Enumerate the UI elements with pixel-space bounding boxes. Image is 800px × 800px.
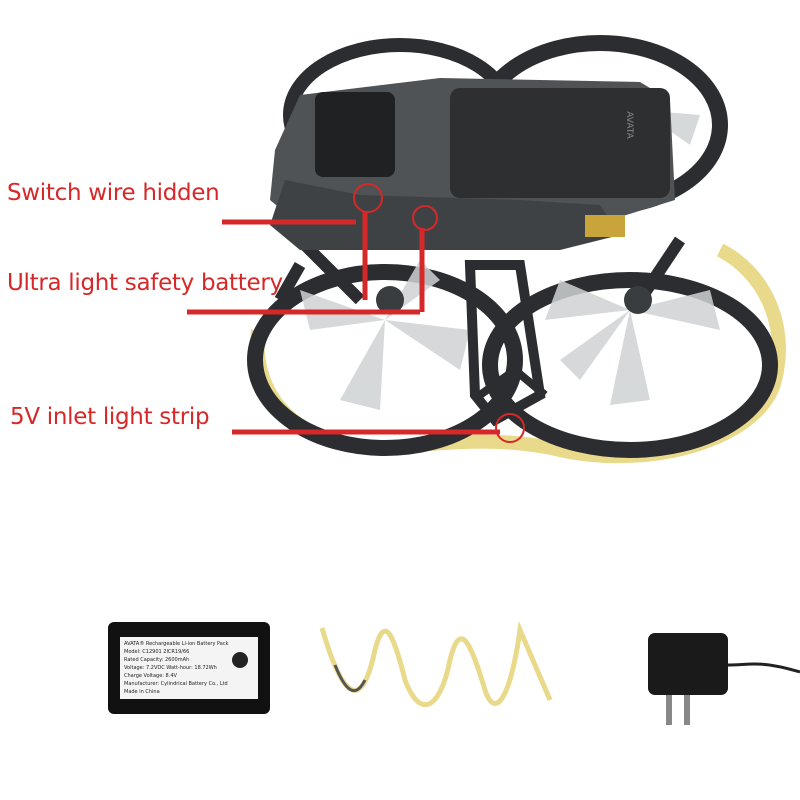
usb-charger <box>648 633 800 725</box>
callout-switch-wire-hidden: Switch wire hidden <box>7 180 220 206</box>
callout-circle-strip <box>495 413 525 443</box>
callout-circle-switch <box>353 183 383 213</box>
drone-battery <box>450 88 670 198</box>
drone <box>247 35 786 464</box>
callout-ultra-light-battery: Ultra light safety battery <box>7 270 283 296</box>
light-strip-coil <box>319 620 553 707</box>
battery-pack <box>108 622 270 714</box>
callout-lines <box>187 212 500 435</box>
guard-ring-left <box>247 264 523 456</box>
callout-light-strip: 5V inlet light strip <box>10 404 210 430</box>
battery-label: AVATA® Rechargeable Li-ion Battery Pack … <box>124 641 229 695</box>
callout-circle-battery <box>412 205 438 231</box>
guard-ring-right <box>482 272 778 458</box>
drone-brand-label: AVATA <box>623 111 634 139</box>
